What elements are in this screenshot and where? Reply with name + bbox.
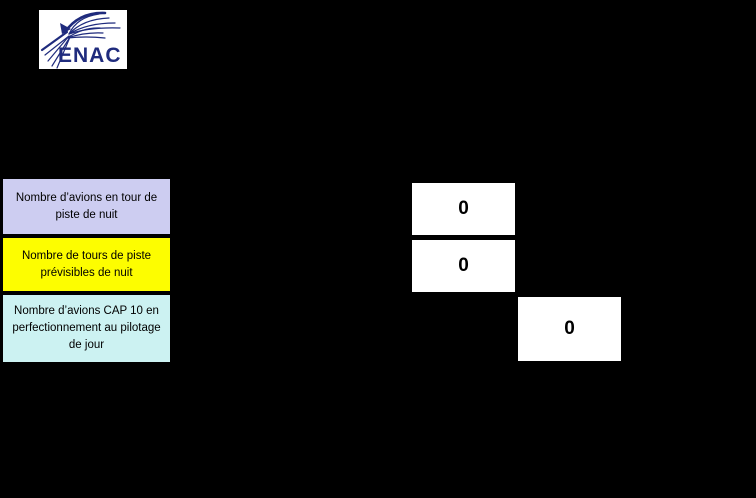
label-avions-tour-piste-nuit: Nombre d’avions en tour de piste de nuit	[1, 177, 172, 236]
label-line: Nombre d’avions CAP 10 en	[14, 305, 159, 317]
value-field-tours-piste-previsibles-nuit[interactable]: 0	[410, 238, 517, 294]
enac-logo: ENAC	[39, 10, 127, 69]
enac-logo-text: ENAC	[58, 44, 122, 67]
enac-wing-icon: ENAC	[40, 11, 122, 69]
label-line: prévisibles de nuit	[40, 266, 133, 279]
label-line: Nombre d’avions en tour de	[15, 191, 158, 204]
label-line: de jour	[68, 339, 105, 351]
label-line: perfectionnement au pilotage	[12, 322, 161, 334]
label-line: Nombre de tours de piste	[21, 249, 152, 262]
value-field-avions-tour-piste-nuit[interactable]: 0	[410, 181, 517, 237]
label-line: piste de nuit	[55, 208, 118, 221]
value-field-cap10-perfectionnement-jour[interactable]: 0	[516, 295, 623, 363]
bird-head-shape	[60, 23, 71, 34]
label-tours-piste-previsibles-nuit: Nombre de tours de piste prévisibles de …	[1, 236, 172, 293]
label-cap10-perfectionnement-jour: Nombre d’avions CAP 10 en perfectionneme…	[1, 293, 172, 364]
